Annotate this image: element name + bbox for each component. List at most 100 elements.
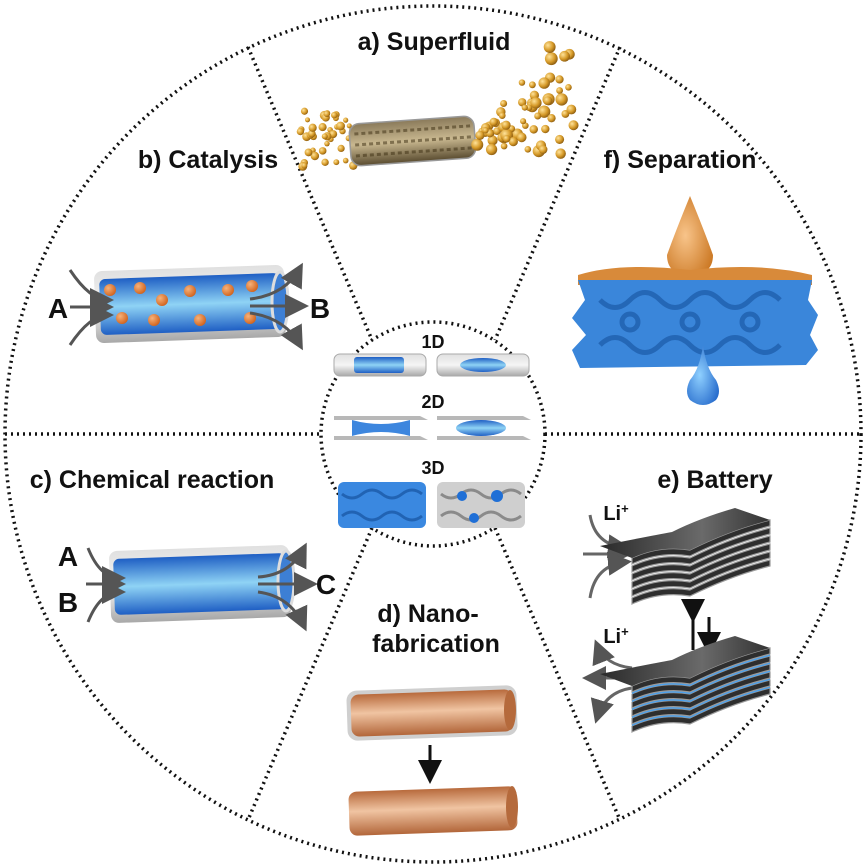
gold-particle [500,142,508,150]
graphene-layer [631,543,771,589]
label-nanofabrication-line1: d) Nano- [377,600,478,628]
reactant-a-label: A [58,541,78,572]
catalyst-particle [184,285,196,297]
nanofabrication-illustration [346,685,518,836]
gold-particle [485,143,498,156]
gold-particle [321,133,328,140]
section-chemical-reaction: c) Chemical reaction A B C [30,466,336,632]
gold-particle [534,112,542,120]
catalysis-tube-illustration: A B [48,262,330,351]
label-2d: 2D [421,392,444,412]
label-chemical-reaction: c) Chemical reaction [30,466,275,494]
gold-particle [568,120,579,131]
gold-particle [342,157,349,164]
gold-particle [566,104,577,115]
reactant-b-label: B [58,587,78,618]
catalyst-particle [156,294,168,306]
section-separation: f) Separation [572,146,818,405]
confinement-3d [338,482,525,528]
catalyst-particle [194,314,206,326]
gold-particles-left [296,107,358,171]
label-nanofabrication-line2: fabrication [372,630,500,658]
gold-particle [300,107,309,115]
label-superfluid: a) Superfluid [358,28,511,56]
catalyst-particle [104,284,116,296]
gold-particle [520,118,527,125]
label-1d: 1D [421,332,444,352]
stack-top-surface [600,508,770,558]
reaction-flow-arrows [86,542,318,632]
graphene-layer [631,655,771,701]
graphene-layer [631,671,771,717]
catalyst-particle [222,284,234,296]
gold-particle [559,50,570,62]
divider-a-b [246,46,374,341]
divider-a-f [493,46,622,341]
reactant-a-label: A [48,293,68,324]
gold-particle [518,79,526,86]
label-battery: e) Battery [657,466,772,494]
graphene-layer [631,551,771,597]
label-3d: 3D [421,458,444,478]
gold-particle [503,134,511,143]
gold-particle [508,136,518,147]
layout-dividers [3,4,863,864]
graphite-stack-intercalated [600,636,771,733]
graphite-stack-charged [600,508,771,605]
catalyst-particle [134,282,146,294]
gold-particle [556,87,563,94]
gold-particle [475,130,485,140]
gold-particle [530,97,542,109]
reaction-tube-illustration: A B C [58,541,336,632]
confinement-1d [333,353,530,377]
water-droplet [687,345,719,405]
gold-particle [489,117,498,127]
gold-particle [296,127,305,136]
graphene-layer [631,559,771,605]
section-catalysis: b) Catalysis A B [48,146,330,351]
gold-particle [555,93,568,106]
gold-particle [541,124,550,134]
product-b-label: B [310,293,330,324]
divider-c-d [246,527,374,821]
gold-particle [544,52,558,66]
gold-particle [528,81,536,89]
gold-particle [321,158,329,167]
graphene-layer [631,535,771,581]
gold-particle [555,148,566,159]
graphene-layer [631,519,771,565]
label-catalysis: b) Catalysis [138,146,278,174]
gold-particle [521,104,528,111]
oil-droplet [667,196,713,275]
separation-membrane-illustration [572,196,818,405]
catalyst-particle [246,280,258,292]
divider-d-e [493,527,622,821]
gold-particle [301,162,308,169]
gold-particle [318,123,327,132]
gold-particle [524,146,532,153]
lithium-ion-label-top: Li+ [603,501,629,526]
product-c-label: C [316,569,336,600]
gold-particle [538,77,550,89]
gold-particles-right [471,41,579,159]
gold-particle [529,125,538,134]
label-separation: f) Separation [604,146,757,174]
gold-particle [543,41,556,53]
carbon-nanotube-illustration [296,41,579,171]
graphene-layer [631,679,771,725]
lithium-ion-label-bottom: Li+ [603,624,629,649]
gold-particle [500,100,508,108]
graphene-layer [631,647,771,693]
graphene-layer [631,687,771,733]
graphene-layer [631,527,771,573]
gold-particle [324,140,330,147]
gold-particle [565,84,572,91]
gold-particle [333,159,340,166]
stack-top-surface [600,636,770,686]
gold-particle [518,98,527,107]
catalyst-particle [148,314,160,326]
gold-particle [304,148,313,157]
gold-particle [343,117,349,123]
section-superfluid: a) Superfluid [296,28,579,171]
